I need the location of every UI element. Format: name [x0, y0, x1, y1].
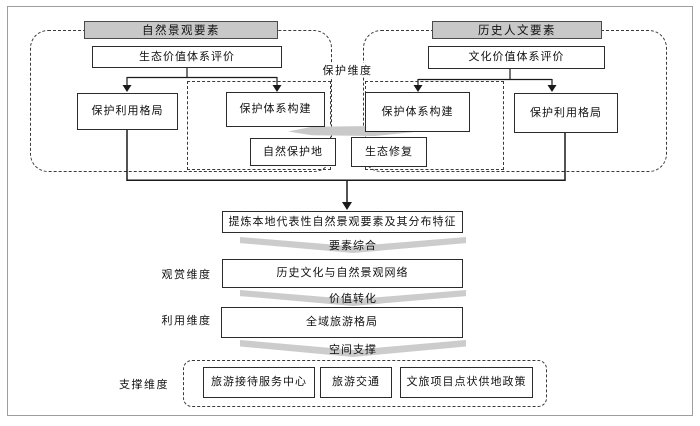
element-synthesis-chevron: 要素综合 — [240, 237, 466, 253]
natural-system-label: 保护体系构建 — [239, 103, 312, 116]
landscape-network-box: 历史文化与自然景观网络 — [222, 259, 463, 288]
support-dimension-label: 支撑维度 — [117, 377, 171, 391]
natural-pattern-box: 保护利用格局 — [77, 93, 178, 130]
natural-pattern-label: 保护利用格局 — [91, 105, 164, 118]
spatial-support-chevron: 空间支撑 — [240, 340, 466, 357]
land-supply-policy-label: 文旅项目点状供地政策 — [406, 376, 527, 389]
spatial-support-label: 空间支撑 — [329, 343, 377, 356]
element-synthesis-label: 要素综合 — [329, 240, 377, 252]
nature-reserve-box: 自然保护地 — [250, 138, 336, 166]
support-group-outline — [183, 360, 547, 407]
cultural-header-label: 历史人文要素 — [478, 25, 556, 37]
protection-dimension-label: 保护维度 — [317, 63, 378, 77]
utilization-dimension-label: 利用维度 — [160, 313, 213, 327]
extract-feature-label: 提炼本地代表性自然景观要素及其分布特征 — [228, 215, 457, 228]
extract-feature-box: 提炼本地代表性自然景观要素及其分布特征 — [222, 211, 463, 233]
support-dimension-text: 支撑维度 — [119, 378, 169, 391]
natural-header: 自然景观要素 — [84, 21, 278, 39]
natural-system-outline — [187, 81, 331, 170]
viewing-dimension-text: 观赏维度 — [161, 269, 212, 281]
tourism-transport-label: 旅游交通 — [332, 376, 380, 389]
natural-header-label: 自然景观要素 — [142, 25, 220, 37]
culture-evaluation-box: 文化价值体系评价 — [428, 46, 605, 69]
cultural-header: 历史人文要素 — [432, 21, 602, 39]
global-tourism-label: 全域旅游格局 — [306, 316, 378, 329]
value-conversion-chevron: 价值转化 — [240, 290, 466, 306]
global-tourism-box: 全域旅游格局 — [221, 307, 463, 338]
cultural-system-label: 保护体系构建 — [381, 105, 454, 118]
eco-evaluation-box: 生态价值体系评价 — [92, 46, 282, 68]
system-detail-band — [288, 126, 437, 136]
nature-reserve-label: 自然保护地 — [263, 145, 323, 158]
eco-evaluation-label: 生态价值体系评价 — [139, 50, 235, 63]
natural-system-box: 保护体系构建 — [226, 92, 325, 127]
band-shape — [288, 126, 437, 136]
tourist-service-center-label: 旅游接待服务中心 — [211, 376, 307, 389]
landscape-network-label: 历史文化与自然景观网络 — [276, 267, 409, 280]
land-supply-policy-box: 文旅项目点状供地政策 — [400, 367, 533, 398]
tourism-transport-box: 旅游交通 — [320, 367, 392, 398]
utilization-dimension-text: 利用维度 — [161, 315, 212, 327]
viewing-dimension-label: 观赏维度 — [160, 267, 213, 281]
cultural-system-box: 保护体系构建 — [365, 92, 470, 132]
tourist-service-center-box: 旅游接待服务中心 — [203, 367, 315, 398]
eco-restoration-label: 生态修复 — [365, 145, 413, 158]
culture-evaluation-label: 文化价值体系评价 — [468, 51, 565, 64]
protection-dimension-text: 保护维度 — [322, 65, 373, 77]
eco-restoration-box: 生态修复 — [351, 137, 427, 167]
cultural-pattern-box: 保护利用格局 — [514, 93, 618, 133]
value-conversion-label: 价值转化 — [329, 293, 377, 305]
page-border — [7, 6, 693, 416]
cultural-pattern-label: 保护利用格局 — [530, 106, 602, 119]
